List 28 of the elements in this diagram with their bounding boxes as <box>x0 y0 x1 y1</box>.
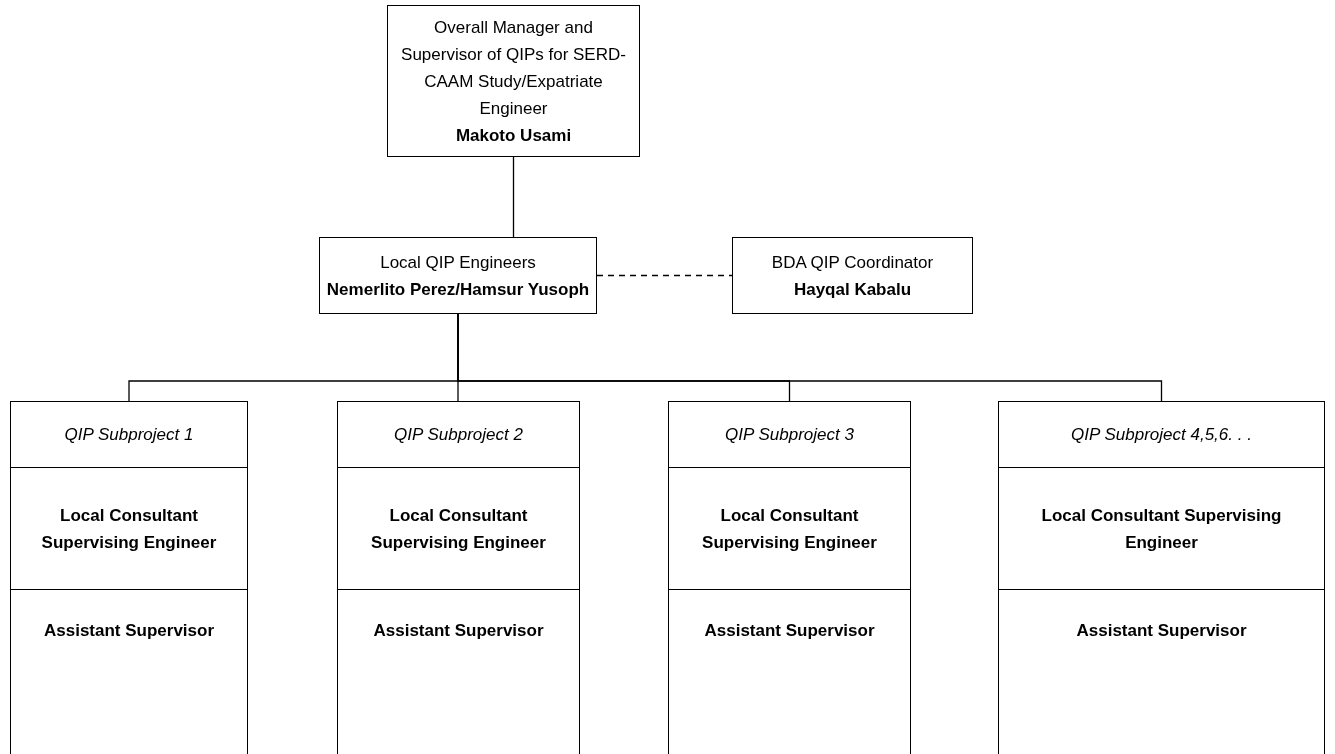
person-name: Nemerlito Perez/Hamsur Yusoph <box>325 278 591 301</box>
person-name: Hayqal Kabalu <box>792 278 913 301</box>
role-title: BDA QIP Coordinator <box>770 251 935 274</box>
role-title: Local Consultant Supervising Engineer <box>11 468 247 590</box>
person-name: Makoto Usami <box>454 124 573 147</box>
role-box <box>319 237 597 314</box>
subproject-column <box>998 401 1325 754</box>
subproject-column <box>10 401 248 754</box>
role-title: Assistant Supervisor <box>1075 619 1248 642</box>
role-box <box>387 5 640 157</box>
subproject-header: QIP Subproject 4,5,6. . . <box>999 402 1324 468</box>
role-title: Overall Manager and Supervisor of QIPs for SERD-CAAM Study/Expatriate Engineer <box>400 16 627 120</box>
dashed-connector <box>596 274 733 277</box>
subproject-column <box>668 401 911 754</box>
subproject-header: QIP Subproject 3 <box>669 402 910 468</box>
role-title: Local Consultant Supervising Engineer <box>999 468 1324 590</box>
role-title: Local Consultant Supervising Engineer <box>669 468 910 590</box>
role-title: Assistant Supervisor <box>42 619 216 642</box>
role-title: Local Consultant Supervising Engineer <box>338 468 579 590</box>
connector <box>512 156 515 238</box>
role-title: Assistant Supervisor <box>703 619 876 642</box>
subproject-header: QIP Subproject 1 <box>11 402 247 468</box>
subproject-column <box>337 401 580 754</box>
role-title: Assistant Supervisor <box>372 619 545 642</box>
role-box <box>732 237 973 314</box>
connector <box>457 313 1163 402</box>
role-title: Local QIP Engineers <box>379 251 537 274</box>
subproject-header: QIP Subproject 2 <box>338 402 579 468</box>
